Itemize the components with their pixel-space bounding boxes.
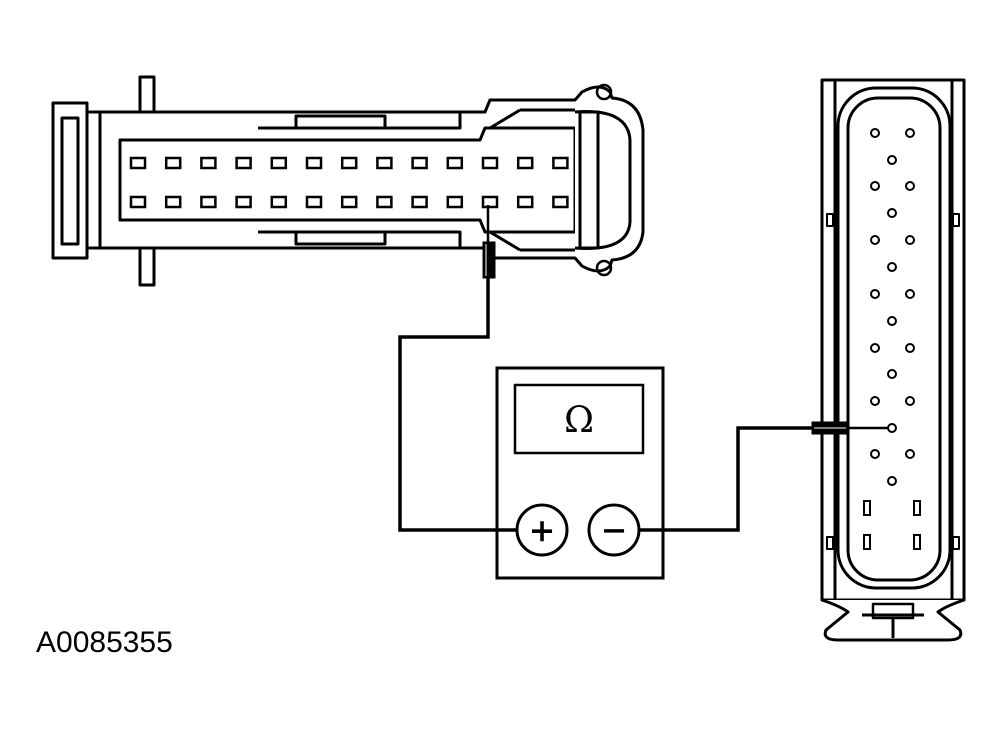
pin-hole	[905, 235, 915, 245]
pin-cavity	[200, 195, 217, 209]
pin-cavity	[552, 195, 569, 209]
right-connector-face	[846, 96, 942, 582]
pin-hole	[870, 235, 880, 245]
pin-hole	[905, 343, 915, 353]
positive-test-lead	[398, 278, 517, 532]
right-probe	[811, 421, 889, 435]
pin-cavity	[235, 195, 252, 209]
pin-hole	[905, 396, 915, 406]
pin-hole	[905, 181, 915, 191]
mounting-hole-top	[595, 83, 613, 101]
pin-cavity	[235, 156, 252, 170]
pin-hole	[887, 155, 897, 165]
pin-hole	[870, 396, 880, 406]
right-connector-pin-holes	[863, 128, 921, 550]
ohm-symbol: Ω	[564, 400, 594, 441]
pin-hole	[870, 289, 880, 299]
pin-cavity	[376, 156, 393, 170]
pin-hole	[870, 181, 880, 191]
pin-hole	[905, 128, 915, 138]
right-module-connector	[820, 78, 966, 642]
pin-cavity	[305, 156, 323, 170]
pin-cavity	[376, 195, 393, 209]
pin-cavity	[270, 156, 288, 170]
pin-cavity	[481, 195, 499, 209]
pin-cavity	[481, 156, 499, 170]
negative-sign: −	[601, 511, 628, 549]
pin-cavity	[411, 195, 428, 209]
left-harness-connector	[51, 75, 645, 287]
pin-hole	[887, 423, 897, 433]
pin-cavity	[516, 195, 534, 209]
positive-sign: +	[529, 511, 556, 549]
pin-hole	[870, 128, 880, 138]
pin-hole	[887, 208, 897, 218]
mounting-hole-bottom	[595, 259, 613, 277]
pin-hole	[887, 476, 897, 486]
ohmmeter-display	[513, 383, 645, 455]
pin-cavity	[340, 195, 358, 209]
pin-cavity	[129, 195, 147, 209]
pin-hole	[887, 316, 897, 326]
pin-cavity	[129, 156, 147, 170]
pin-cavity	[305, 195, 323, 209]
ohmmeter	[495, 366, 665, 580]
pin-hole	[870, 449, 880, 459]
pin-cavity	[516, 156, 534, 170]
test-leads	[398, 278, 812, 532]
figure-id: A0085355	[36, 626, 173, 659]
pin-hole	[887, 262, 897, 272]
power-pin-cavity	[913, 500, 921, 516]
pin-hole	[870, 343, 880, 353]
left-probe	[482, 205, 496, 279]
pin-cavity	[446, 156, 464, 170]
pin-cavity	[200, 156, 217, 170]
power-pin-cavity	[863, 500, 871, 516]
pin-cavity	[164, 156, 182, 170]
power-pin-cavity	[863, 534, 871, 550]
pin-hole	[887, 369, 897, 379]
pin-cavity	[340, 156, 358, 170]
pin-cavity	[446, 195, 464, 209]
pin-cavity	[270, 195, 288, 209]
power-pin-cavity	[913, 534, 921, 550]
pin-hole	[905, 289, 915, 299]
pin-cavity	[164, 195, 182, 209]
left-connector-pin-cavities	[129, 156, 569, 209]
negative-test-lead	[639, 426, 812, 532]
pin-cavity	[552, 156, 569, 170]
pin-hole	[905, 449, 915, 459]
pin-cavity	[411, 156, 428, 170]
